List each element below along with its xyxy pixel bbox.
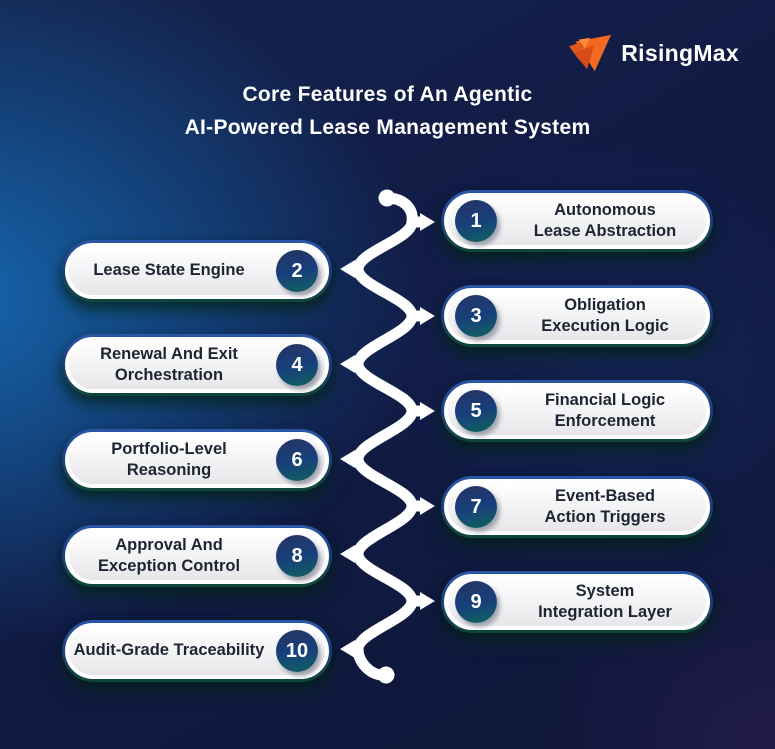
feature-pill: 5 Financial Logic Enforcement bbox=[441, 380, 713, 442]
connector-end-dot bbox=[377, 666, 395, 684]
feature-number-badge: 6 bbox=[276, 439, 318, 481]
arrow-left-icon bbox=[340, 260, 355, 278]
arrow-left-icon bbox=[340, 640, 355, 658]
feature-number-badge: 10 bbox=[276, 630, 318, 672]
connector-snake bbox=[340, 189, 435, 684]
page-title-line2: AI-Powered Lease Management System bbox=[184, 116, 591, 139]
feature-number-badge: 8 bbox=[276, 535, 318, 577]
rising-max-logo-icon bbox=[569, 34, 612, 72]
feature-pill: Approval And Exception Control 8 bbox=[62, 525, 332, 587]
arrow-left-icon bbox=[340, 450, 355, 468]
connector-path bbox=[352, 192, 418, 681]
page-title-line1: Core Features of An Agentic bbox=[242, 83, 533, 106]
feature-number: 1 bbox=[470, 209, 482, 232]
feature-number: 2 bbox=[291, 259, 303, 282]
feature-number: 5 bbox=[470, 399, 482, 422]
feature-label: System Integration Layer bbox=[538, 581, 672, 621]
feature-number-badge: 4 bbox=[276, 344, 318, 386]
feature-pill: 9 System Integration Layer bbox=[441, 571, 713, 633]
arrow-right-icon bbox=[420, 307, 435, 325]
feature-number: 3 bbox=[470, 304, 482, 327]
feature-label: Financial Logic Enforcement bbox=[544, 390, 666, 430]
feature-pill: Audit-Grade Traceability 10 bbox=[62, 620, 332, 682]
feature-label: Lease State Engine bbox=[93, 261, 245, 280]
feature-number: 10 bbox=[285, 639, 309, 662]
feature-number-badge: 1 bbox=[455, 200, 497, 242]
feature-number-badge: 7 bbox=[455, 486, 497, 528]
feature-label: Renewal And Exit Orchestration bbox=[100, 344, 238, 384]
arrow-right-icon bbox=[420, 213, 435, 231]
feature-pill: Portfolio-Level Reasoning 6 bbox=[62, 429, 332, 491]
feature-number-badge: 2 bbox=[276, 250, 318, 292]
brand-name: RisingMax bbox=[621, 39, 739, 66]
arrow-right-icon bbox=[420, 497, 435, 515]
feature-label: Obligation Execution Logic bbox=[541, 295, 669, 335]
feature-number: 6 bbox=[291, 448, 303, 471]
feature-number: 4 bbox=[291, 353, 303, 376]
feature-pill: 1 Autonomous Lease Abstraction bbox=[441, 190, 713, 252]
feature-label: Event-Based Action Triggers bbox=[544, 486, 666, 526]
feature-number: 9 bbox=[470, 590, 482, 613]
feature-label: Approval And Exception Control bbox=[97, 535, 241, 575]
arrow-right-icon bbox=[420, 592, 435, 610]
arrow-left-icon bbox=[340, 355, 355, 373]
feature-number-badge: 5 bbox=[455, 390, 497, 432]
feature-number: 8 bbox=[291, 544, 303, 567]
connector-start-dot bbox=[378, 189, 396, 207]
page-title: Core Features of An Agentic AI-Powered L… bbox=[0, 78, 775, 144]
feature-pill: Lease State Engine 2 bbox=[62, 240, 332, 302]
feature-number: 7 bbox=[470, 495, 482, 518]
feature-number-badge: 3 bbox=[455, 295, 497, 337]
feature-label: Autonomous Lease Abstraction bbox=[533, 200, 677, 240]
feature-pill: 7 Event-Based Action Triggers bbox=[441, 476, 713, 538]
feature-number-badge: 9 bbox=[455, 581, 497, 623]
feature-pill: 3 Obligation Execution Logic bbox=[441, 285, 713, 347]
feature-label: Audit-Grade Traceability bbox=[73, 641, 265, 660]
feature-pill: Renewal And Exit Orchestration 4 bbox=[62, 334, 332, 396]
feature-label: Portfolio-Level Reasoning bbox=[111, 439, 227, 479]
arrow-right-icon bbox=[420, 402, 435, 420]
arrow-left-icon bbox=[340, 545, 355, 563]
brand-logo: RisingMax bbox=[567, 33, 739, 73]
